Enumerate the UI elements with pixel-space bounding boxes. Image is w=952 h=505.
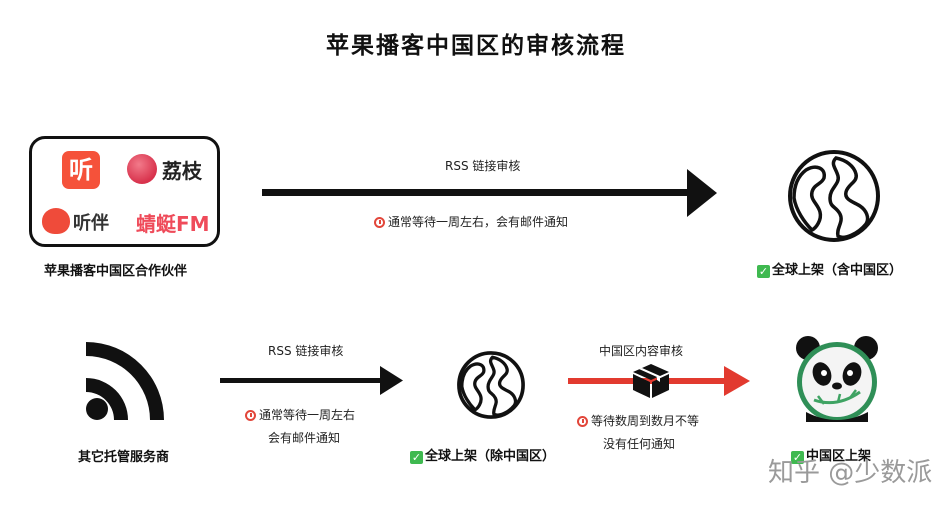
route1-result: ✓全球上架（含中国区） <box>757 259 902 278</box>
route3-result: ✓中国区上架 <box>791 445 871 464</box>
globe-icon <box>788 150 880 242</box>
rss-icon <box>86 342 164 420</box>
panda-icon <box>796 336 878 422</box>
partners-caption: 苹果播客中国区合作伙伴 <box>44 264 188 279</box>
route3-note-line1-text: 等待数周到数月不等 <box>591 414 700 428</box>
check-icon: ✓ <box>791 451 804 464</box>
route1-note: 通常等待一周左右，会有邮件通知 <box>374 213 568 230</box>
ting-logo: 听 <box>62 151 100 189</box>
other-hosts-caption: 其它托管服务商 <box>78 450 170 465</box>
alarm-clock-icon <box>374 217 385 228</box>
watermark: 知乎 @少数派 <box>768 458 933 488</box>
partner-logos-box <box>29 136 220 247</box>
route3-label: 中国区内容审核 <box>599 344 684 358</box>
page-title: 苹果播客中国区的审核流程 <box>326 33 626 59</box>
check-icon: ✓ <box>410 451 423 464</box>
qingting-fm-logo: 蜻蜓FM <box>136 212 210 236</box>
route3-note-line2: 没有任何通知 <box>603 437 676 451</box>
route3-result-text: 中国区上架 <box>806 449 872 464</box>
route1-result-text: 全球上架（含中国区） <box>772 263 903 278</box>
route2-note-line1: 通常等待一周左右 <box>245 406 355 423</box>
tingban-logo-text: 听伴 <box>73 213 109 234</box>
globe-icon <box>457 351 525 419</box>
lizhi-logo-text: 荔枝 <box>162 159 202 183</box>
route2-arrow <box>220 366 403 395</box>
route2-result: ✓全球上架（除中国区） <box>410 445 555 464</box>
route1-arrow <box>262 169 717 217</box>
route1-label: RSS 链接审核 <box>445 159 521 173</box>
route3-note-line1: 等待数周到数月不等 <box>577 412 699 429</box>
route2-note-line2: 会有邮件通知 <box>268 431 341 445</box>
package-box-icon <box>633 364 669 398</box>
route2-label: RSS 链接审核 <box>268 344 344 358</box>
route2-result-text: 全球上架（除中国区） <box>425 449 556 464</box>
check-icon: ✓ <box>757 265 770 278</box>
lizhi-logo-icon <box>127 154 157 184</box>
alarm-clock-icon <box>577 416 588 427</box>
alarm-clock-icon <box>245 410 256 421</box>
route2-note-line1-text: 通常等待一周左右 <box>259 408 356 422</box>
tingban-logo-icon <box>42 208 70 234</box>
route1-note-text: 通常等待一周左右，会有邮件通知 <box>388 215 569 229</box>
